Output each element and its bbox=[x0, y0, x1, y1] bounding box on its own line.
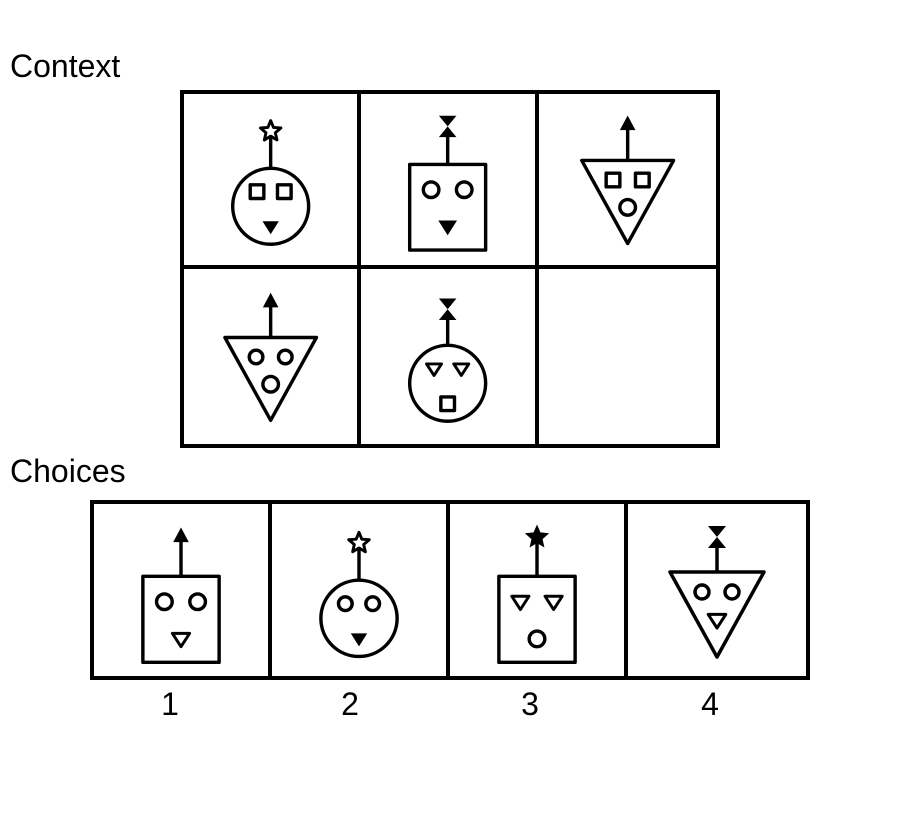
eye-right-circle bbox=[276, 348, 294, 366]
context-cell-2 bbox=[361, 94, 539, 269]
mouth-circle bbox=[527, 629, 547, 649]
context-cell-3 bbox=[538, 94, 716, 269]
mouth-triangle bbox=[262, 221, 279, 235]
choice-number-3: 3 bbox=[521, 686, 539, 722]
robot-figure-icon bbox=[497, 524, 577, 665]
eye-left-circle bbox=[247, 348, 265, 366]
square-body bbox=[408, 162, 488, 252]
context-cell-1 bbox=[184, 94, 362, 269]
choice-cell-3[interactable] bbox=[450, 504, 628, 676]
arrow-tip-icon bbox=[262, 292, 279, 308]
context-cell-4 bbox=[184, 269, 362, 444]
mouth-triangle bbox=[170, 631, 192, 649]
eye-left-triangle bbox=[510, 594, 531, 612]
context-heading: Context bbox=[10, 48, 121, 84]
triangle-body bbox=[579, 158, 675, 246]
robot-figure-icon bbox=[408, 115, 488, 252]
eye-right-square bbox=[275, 183, 293, 201]
eye-right-triangle bbox=[452, 362, 471, 377]
context-cell-empty bbox=[539, 269, 716, 444]
choices-grid bbox=[90, 500, 810, 680]
hourglass-icon bbox=[439, 298, 457, 320]
eye-left-circle bbox=[421, 180, 441, 200]
choice-cell-2[interactable] bbox=[272, 504, 450, 676]
eye-right-circle bbox=[364, 595, 382, 613]
triangle-body bbox=[223, 335, 319, 422]
choice-cell-4[interactable] bbox=[628, 504, 806, 676]
star-filled-icon bbox=[524, 524, 550, 548]
eye-left-square bbox=[604, 171, 622, 189]
robot-figure-icon bbox=[141, 527, 221, 665]
star-outline-icon bbox=[258, 119, 283, 142]
square-body bbox=[141, 574, 221, 665]
eye-left-circle bbox=[336, 595, 354, 613]
square-body bbox=[497, 574, 577, 665]
empty-slot bbox=[539, 269, 716, 444]
eye-right-circle bbox=[455, 180, 475, 200]
mouth-circle bbox=[261, 374, 281, 394]
context-cell-5 bbox=[361, 269, 539, 444]
eye-right-square bbox=[633, 171, 651, 189]
robot-figure-icon bbox=[319, 530, 399, 659]
mouth-square bbox=[439, 395, 457, 413]
hourglass-icon bbox=[708, 526, 726, 548]
robot-figure-icon bbox=[408, 298, 488, 423]
circle-body bbox=[408, 343, 488, 423]
star-outline-icon bbox=[347, 530, 371, 554]
circle-body bbox=[319, 578, 399, 659]
choice-number-2: 2 bbox=[341, 686, 359, 722]
eye-left-circle bbox=[154, 592, 174, 612]
mouth-triangle bbox=[706, 612, 728, 630]
eye-right-circle bbox=[188, 592, 208, 612]
arrow-tip-icon bbox=[619, 115, 636, 131]
arrow-tip-icon bbox=[173, 527, 189, 543]
mouth-triangle bbox=[350, 633, 368, 647]
eye-right-triangle bbox=[543, 594, 564, 612]
hourglass-icon bbox=[439, 115, 457, 138]
eye-right-circle bbox=[723, 583, 741, 601]
choice-cell-1[interactable] bbox=[94, 504, 272, 676]
mouth-circle bbox=[617, 197, 637, 217]
context-grid bbox=[180, 90, 720, 448]
eye-left-square bbox=[248, 183, 266, 201]
mouth-triangle bbox=[438, 220, 458, 236]
choice-number-1: 1 bbox=[161, 686, 179, 722]
eye-left-circle bbox=[693, 583, 711, 601]
robot-figure-icon bbox=[230, 119, 311, 246]
robot-figure-icon bbox=[223, 292, 319, 422]
robot-figure-icon bbox=[668, 526, 766, 659]
choices-heading: Choices bbox=[10, 453, 126, 489]
choice-number-4: 4 bbox=[701, 686, 719, 722]
robot-figure-icon bbox=[579, 115, 675, 246]
eye-left-triangle bbox=[425, 362, 444, 377]
